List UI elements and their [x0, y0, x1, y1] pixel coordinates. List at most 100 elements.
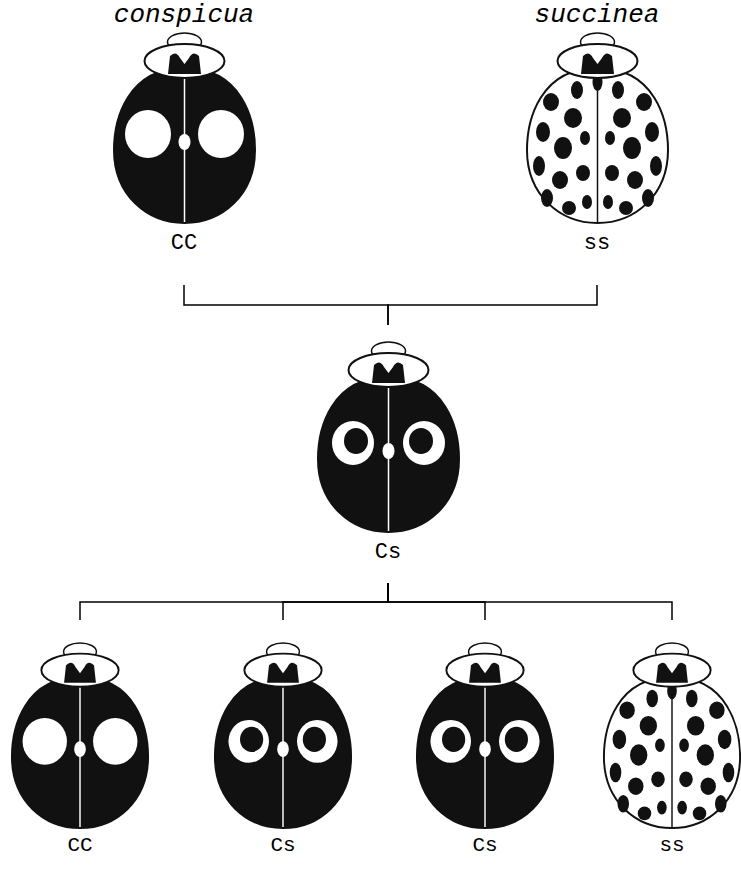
white-ring	[228, 720, 269, 763]
black-spot	[627, 171, 643, 189]
black-spot	[582, 195, 592, 209]
white-ring	[499, 720, 540, 763]
black-spot	[686, 690, 698, 708]
pronotum-marking	[64, 663, 96, 683]
suture-line	[484, 683, 485, 827]
species-name: conspicua	[114, 0, 254, 30]
black-spot	[605, 131, 615, 145]
black-spot	[610, 763, 622, 782]
white-ring	[403, 421, 445, 465]
ladybird-phenotype: conspicuaCC	[105, 0, 264, 285]
genotype-label: Cs	[375, 540, 401, 566]
cross-connector	[283, 583, 388, 620]
elytra	[527, 68, 668, 223]
black-spot	[723, 763, 735, 782]
black-spot	[636, 93, 652, 111]
black-spot	[693, 807, 707, 821]
black-spot	[700, 777, 715, 795]
inner-black-spot	[442, 727, 465, 752]
suture-line	[671, 683, 672, 827]
black-spot	[709, 701, 724, 719]
white-spot	[23, 718, 67, 765]
black-spot	[554, 137, 572, 159]
ladybird-phenotype: Cs	[206, 620, 360, 860]
ladybird-phenotype: CC	[3, 620, 157, 860]
ladybird-illustration	[112, 30, 257, 225]
ladybird-phenotype: Cs	[408, 620, 562, 860]
suture-line	[282, 683, 283, 827]
black-spot	[638, 807, 652, 821]
pronotum-marking	[656, 663, 688, 683]
suture-line	[79, 683, 80, 827]
black-spot	[564, 108, 582, 128]
ladybird-illustration	[10, 640, 150, 830]
black-spot	[580, 131, 590, 145]
black-spot	[630, 744, 647, 765]
suture-line	[183, 74, 185, 222]
cross-connector	[80, 583, 388, 620]
genotype-label: Cs	[270, 834, 295, 858]
black-spot	[677, 801, 687, 815]
inner-black-spot	[505, 727, 528, 752]
black-spot	[617, 795, 629, 813]
black-spot	[628, 777, 643, 795]
black-spot	[605, 165, 619, 181]
inner-black-spot	[303, 727, 326, 752]
black-spot	[718, 730, 732, 749]
black-spot	[657, 801, 667, 815]
black-spot	[642, 189, 654, 207]
black-spot	[571, 81, 583, 99]
genotype-label: ss	[659, 834, 684, 858]
ladybird-illustration	[415, 640, 555, 830]
elytra	[215, 677, 351, 828]
black-spot	[543, 93, 559, 111]
pronotum-marking	[581, 53, 614, 74]
black-spot	[612, 81, 624, 99]
ladybird-illustration	[316, 339, 461, 534]
ladybird-illustration	[525, 30, 670, 225]
white-spot	[198, 110, 244, 158]
inner-black-spot	[240, 727, 263, 752]
pronotum	[41, 654, 118, 687]
pronotum	[557, 44, 637, 78]
inner-black-spot	[409, 428, 433, 454]
black-spot	[562, 201, 576, 215]
black-spot	[613, 108, 631, 128]
black-spot	[651, 772, 665, 788]
black-spot	[541, 189, 553, 207]
elytra	[604, 677, 740, 828]
black-spot	[640, 716, 657, 735]
black-spot	[613, 730, 627, 749]
suture-line	[596, 74, 598, 222]
black-spot	[619, 201, 633, 215]
elytra	[318, 377, 459, 532]
cross-connector	[184, 285, 388, 325]
pronotum	[244, 654, 321, 687]
pronotum-marking	[372, 362, 405, 383]
black-spot	[697, 744, 714, 765]
pronotum	[446, 654, 523, 687]
inner-black-spot	[344, 428, 368, 454]
black-spot	[552, 171, 568, 189]
pronotum	[348, 353, 428, 387]
pronotum	[144, 44, 224, 78]
black-spot	[679, 738, 689, 752]
black-spot	[679, 772, 693, 788]
black-spot	[655, 738, 665, 752]
cross-connector	[388, 285, 597, 325]
ladybird-phenotype: succinea ss	[518, 0, 677, 285]
black-spot	[603, 195, 613, 209]
black-spot	[536, 122, 550, 142]
black-spot	[650, 156, 662, 176]
black-spot	[619, 701, 634, 719]
genotype-label: ss	[584, 231, 610, 257]
black-spot	[576, 165, 590, 181]
species-name: succinea	[535, 0, 660, 30]
pronotum	[633, 654, 710, 687]
elytra	[12, 677, 148, 828]
genotype-label: Cs	[472, 834, 497, 858]
white-ring	[430, 720, 471, 763]
black-spot	[687, 716, 704, 735]
black-spot	[646, 690, 658, 708]
